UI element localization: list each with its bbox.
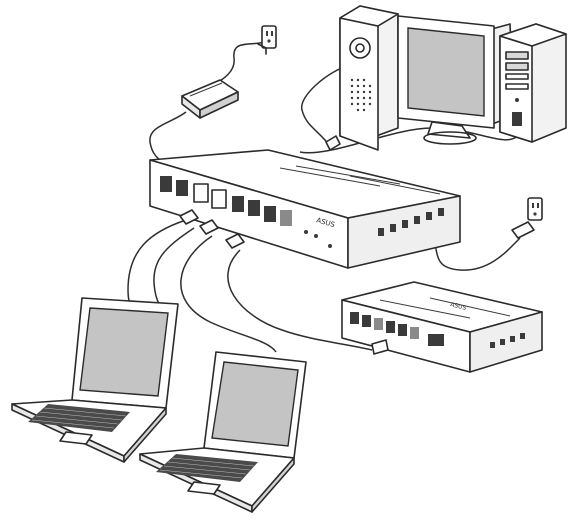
monitor-screen	[408, 28, 484, 116]
mini-tower-icon	[500, 24, 566, 142]
power-adapter-icon	[182, 80, 238, 118]
laptop2-cable	[181, 236, 276, 352]
wall-outlet-icon-right	[512, 198, 542, 238]
laptop-icon	[12, 298, 178, 462]
wall-outlet-icon	[258, 26, 276, 54]
router-icon-secondary: ASUS	[342, 282, 542, 372]
laptop1-screen	[80, 308, 168, 396]
router-icon: ASUS	[150, 150, 460, 268]
laptop2-screen	[212, 362, 298, 446]
desktop-tower-icon	[340, 6, 398, 150]
crt-monitor-icon	[398, 16, 514, 144]
